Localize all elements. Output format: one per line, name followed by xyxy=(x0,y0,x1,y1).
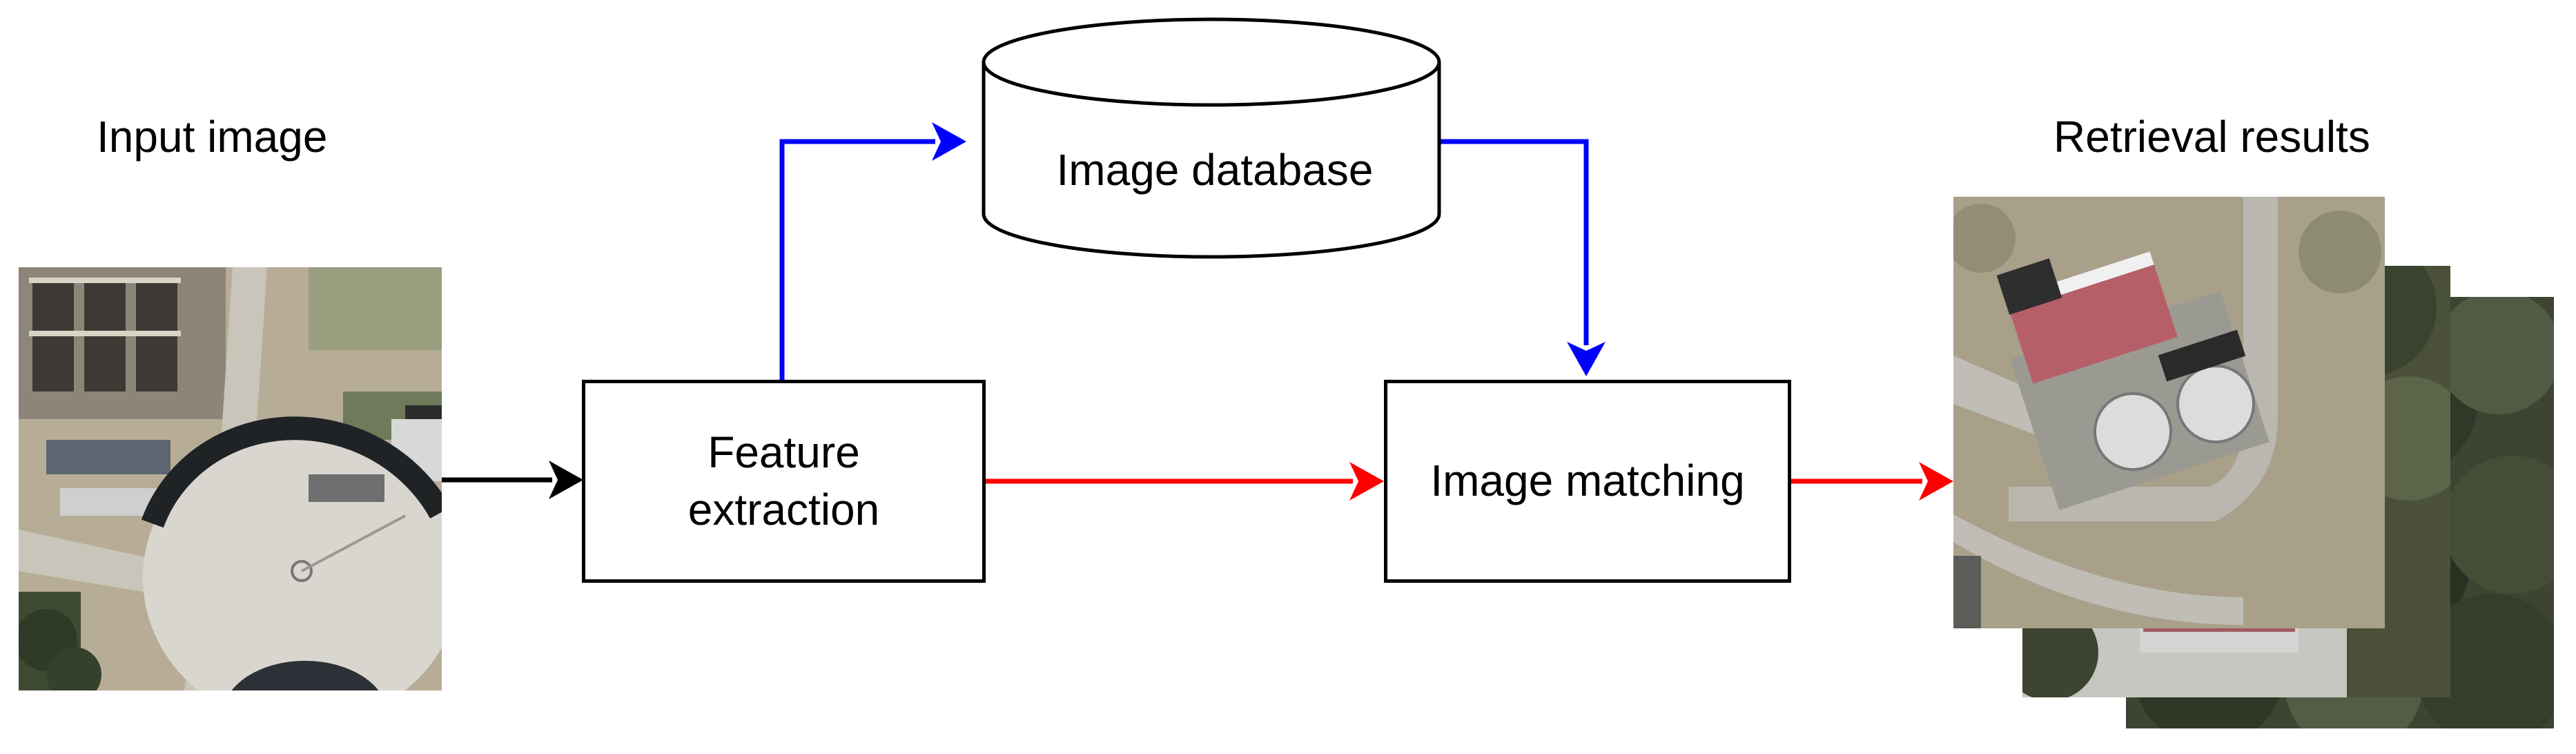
cylinder-database-icon xyxy=(982,17,1441,259)
arrow-feature-to-matching xyxy=(984,462,1384,501)
retrieval-results-title: Retrieval results xyxy=(2053,112,2370,162)
aerial-photo-icon xyxy=(19,267,442,690)
input-image-title: Input image xyxy=(97,112,328,162)
image-matching-label: Image matching xyxy=(1430,456,1745,506)
feature-extraction-box: Feature extraction xyxy=(582,380,986,583)
feature-extraction-line1: Feature xyxy=(708,427,860,477)
result-photo-1 xyxy=(1953,197,2385,628)
stacked-aerial-photos-icon xyxy=(1953,197,2561,742)
arrow-feature-to-database xyxy=(779,122,966,380)
image-matching-box: Image matching xyxy=(1384,380,1791,583)
arrow-matching-to-results xyxy=(1790,462,1953,501)
arrow-database-to-matching xyxy=(1439,139,1606,376)
arrow-input-to-feature xyxy=(442,461,583,499)
database-label: Image database xyxy=(1056,145,1374,195)
feature-extraction-line2: extraction xyxy=(687,485,880,534)
